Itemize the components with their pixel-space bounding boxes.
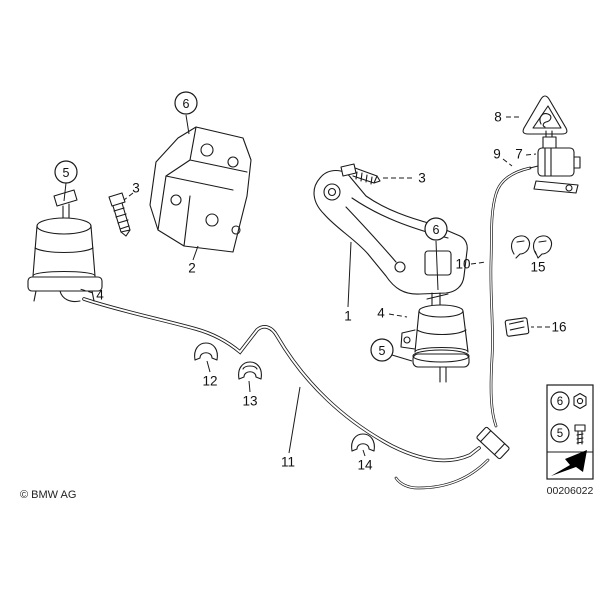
callout-label-16[interactable]: 16 (551, 320, 566, 335)
callout-label-3-left[interactable]: 3 (132, 181, 140, 196)
callout-circle (174, 91, 198, 115)
leader-line (206, 360, 211, 373)
leader-line-dashed (525, 153, 537, 156)
callout-label: 6 (183, 97, 190, 111)
legend-nut-label: 6 (557, 396, 563, 408)
leader-line-dashed (388, 313, 408, 318)
pipe-clamp-a (194, 342, 218, 361)
callout-label-3-center[interactable]: 3 (418, 171, 426, 186)
vent-valve (529, 130, 581, 194)
callout-label-15[interactable]: 15 (530, 260, 545, 275)
callout-circle (550, 423, 570, 443)
callout-label-4-left[interactable]: 4 (96, 288, 104, 303)
leader-line (435, 240, 439, 291)
callout-label: 5 (63, 166, 70, 180)
leader-line (192, 245, 199, 261)
callouts-layer: 6 5 6 5 3 4 2 3 1 4 8 9 7 10 15 16 12 13… (54, 91, 567, 473)
leader-line (63, 182, 67, 202)
bolt-icon (574, 424, 586, 445)
pipe-clamp-c (351, 433, 375, 452)
vacuum-pipe (82, 297, 481, 463)
callout-bubble-6-right[interactable]: 6 (424, 217, 448, 241)
hose-tail (394, 458, 490, 490)
engine-bracket (149, 126, 252, 253)
cable-holder (504, 317, 530, 337)
fastener-legend: 6 5 (546, 384, 594, 480)
callout-circle (54, 160, 78, 184)
leader-line (391, 354, 413, 362)
copyright-text: © BMW AG (20, 489, 76, 501)
warning-triangle-icon (522, 95, 568, 135)
callout-label-14[interactable]: 14 (357, 458, 373, 473)
vent-hose-line (489, 166, 532, 428)
leader-line-dashed (502, 158, 513, 167)
callout-label-2[interactable]: 2 (188, 261, 196, 276)
callout-label-7[interactable]: 7 (515, 147, 523, 162)
callout-circle (370, 338, 394, 362)
leader-line (362, 449, 366, 457)
callout-label-9[interactable]: 9 (493, 147, 501, 162)
leader-lines (63, 114, 550, 457)
leader-line (248, 380, 251, 393)
leader-line (347, 241, 352, 308)
callout-label: 6 (433, 223, 440, 237)
legend-row-bolt[interactable]: 5 (550, 423, 586, 445)
callout-label-8[interactable]: 8 (494, 110, 502, 125)
callout-bubble-6-bracket[interactable]: 6 (174, 91, 198, 115)
engine-mount-right (400, 292, 470, 383)
pipe-connector (476, 426, 510, 460)
leader-line (288, 386, 301, 454)
callout-label-12[interactable]: 12 (202, 374, 217, 389)
callout-label: 5 (379, 344, 386, 358)
callout-bubble-5-right[interactable]: 5 (370, 338, 394, 362)
legend-bolt-label: 5 (557, 428, 563, 440)
pipe-clamp-b (238, 361, 262, 380)
callout-label-10[interactable]: 10 (455, 257, 470, 272)
bolt-left (108, 192, 131, 237)
leader-line-dashed (123, 192, 134, 201)
arrow-icon (551, 450, 587, 476)
leader-line (185, 114, 190, 135)
callout-bubble-5-left[interactable]: 5 (54, 160, 78, 184)
hose-clip-pair (511, 235, 553, 259)
support-arm (313, 169, 468, 295)
diagram-number: 00206022 (547, 485, 594, 497)
leader-line-dashed (79, 288, 94, 294)
callout-label-11[interactable]: 11 (281, 455, 295, 470)
callout-label-4-right[interactable]: 4 (377, 306, 385, 321)
leader-line (534, 250, 539, 259)
callout-circle (424, 217, 448, 241)
leader-line-dashed (470, 261, 487, 265)
legend-row-nut[interactable]: 6 (550, 391, 587, 411)
callout-label-13[interactable]: 13 (242, 394, 257, 409)
engine-mount-left (27, 189, 103, 303)
callout-circle (550, 391, 570, 411)
callout-label-1[interactable]: 1 (344, 309, 352, 324)
bolt-center (340, 163, 381, 185)
nut-icon (573, 392, 587, 410)
